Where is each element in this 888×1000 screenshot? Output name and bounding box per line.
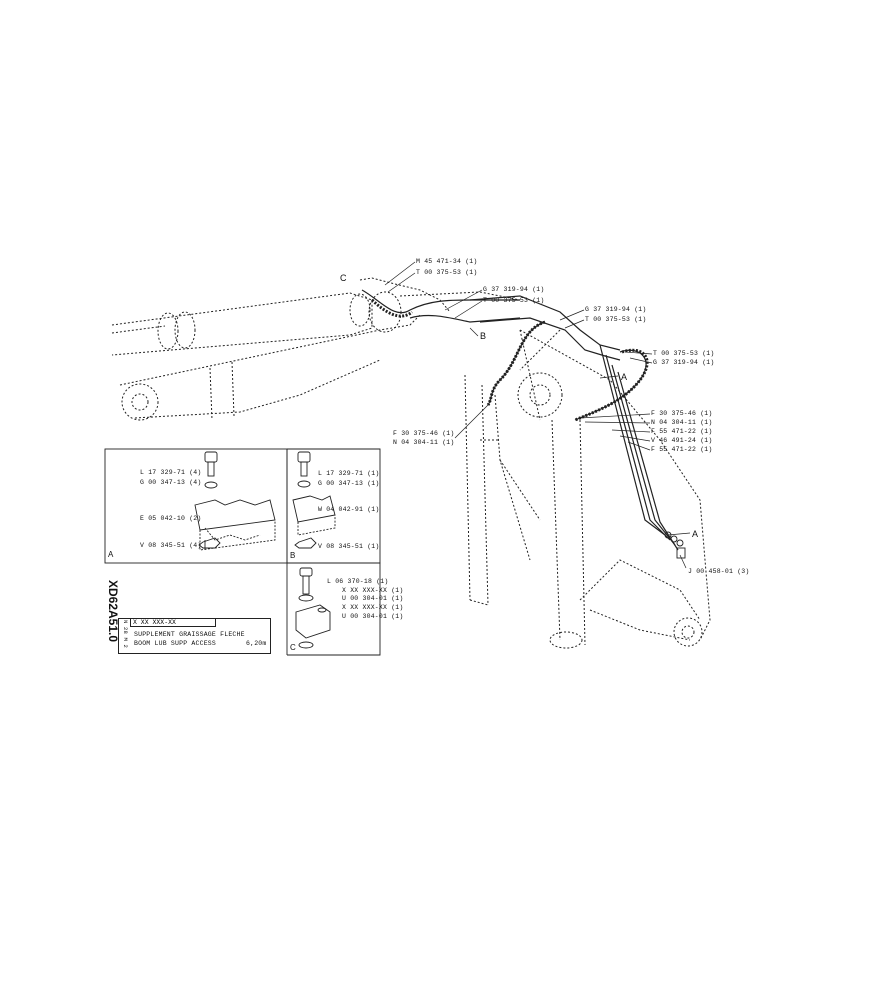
callout-t00-375-53-c: T 00 375-53 (1) [585, 316, 647, 323]
callout-t00-375-53-d: T 00 375-53 (1) [653, 350, 715, 357]
title-english: BOOM LUB SUPP ACCESS [134, 640, 217, 647]
detail-a-parts [194, 451, 276, 551]
grease-hoses [361, 289, 679, 551]
detail-c-xxx-2: X XX XXX-XX (1) [342, 604, 404, 611]
boom-cylinder [111, 292, 373, 356]
detail-a-l17-329-71: L 17 329-71 (4) [140, 469, 202, 476]
detail-c-xxx-1: X XX XXX-XX (1) [342, 587, 404, 594]
ref-letter-b: B [480, 331, 487, 341]
detail-b-id: B [290, 551, 296, 560]
leader-lines [384, 261, 691, 569]
detail-a-v08-345-51: V 08 345-51 (4) [140, 542, 202, 549]
callout-n04-304-11-left: N 04 304-11 (1) [393, 439, 455, 446]
detail-frames [104, 448, 381, 656]
callout-f55-471-22-b: F 55 471-22 (1) [651, 446, 713, 453]
detail-b-g00-347-13: G 00 347-13 (1) [318, 480, 380, 487]
callout-g37-319-94-b: G 37 319-94 (1) [585, 306, 647, 313]
callout-m45-471-34: M 45 471-34 (1) [416, 258, 478, 265]
lift-arm-structure [464, 329, 711, 649]
detail-a-g00-347-13: G 00 347-13 (4) [140, 479, 202, 486]
detail-a-e05-042-10: E 05 042-10 (2) [140, 515, 202, 522]
ref-letter-a-lower: A [692, 529, 699, 539]
boom-arm [119, 314, 421, 421]
callout-g37-319-94-a: G 37 319-94 (1) [483, 286, 545, 293]
detail-c-parts [295, 567, 331, 649]
detail-c-id: C [290, 643, 296, 652]
callout-j00-458-01: J 00 458-01 (3) [688, 568, 750, 575]
bottom-fittings [664, 531, 686, 559]
callout-t00-375-53-b: T 00 375-53 (1) [483, 297, 545, 304]
part-code-box: X XX XXX-XX [130, 618, 216, 627]
callout-f30-375-46-left: F 30 375-46 (1) [393, 430, 455, 437]
detail-b-w04-042-91: W 04 042-91 (1) [318, 506, 380, 513]
ref-letter-a-upper: A [621, 372, 628, 382]
callout-f30-375-46-right: F 30 375-46 (1) [651, 410, 713, 417]
callout-t00-375-53-top: T 00 375-53 (1) [416, 269, 478, 276]
detail-c-u00-304-01-b: U 00 304-01 (1) [342, 613, 404, 620]
detail-b-v08-345-51: V 08 345-51 (1) [318, 543, 380, 550]
callout-v46-491-24: V 46 491-24 (1) [651, 437, 713, 444]
boom-pivot [359, 277, 521, 333]
callout-n04-304-11-right: N 04 304-11 (1) [651, 419, 713, 426]
callout-g37-319-94-c: G 37 319-94 (1) [653, 359, 715, 366]
boom-size: 6,20m [246, 640, 267, 647]
callout-f55-471-22-a: F 55 471-22 (1) [651, 428, 713, 435]
detail-b-l17-329-71: L 17 329-71 (1) [318, 470, 380, 477]
detail-c-l06-370-18: L 06 370-18 (1) [327, 578, 389, 585]
detail-c-u00-304-01-a: U 00 304-01 (1) [342, 595, 404, 602]
doc-code-vertical: XD62 [106, 580, 120, 611]
braided-hose-segments [370, 298, 649, 422]
ref-letter-c: C [340, 273, 347, 283]
title-french: SUPPLEMENT GRAISSAGE FLECHE [134, 631, 245, 638]
detail-b-parts [292, 451, 336, 549]
detail-a-id: A [108, 550, 114, 559]
